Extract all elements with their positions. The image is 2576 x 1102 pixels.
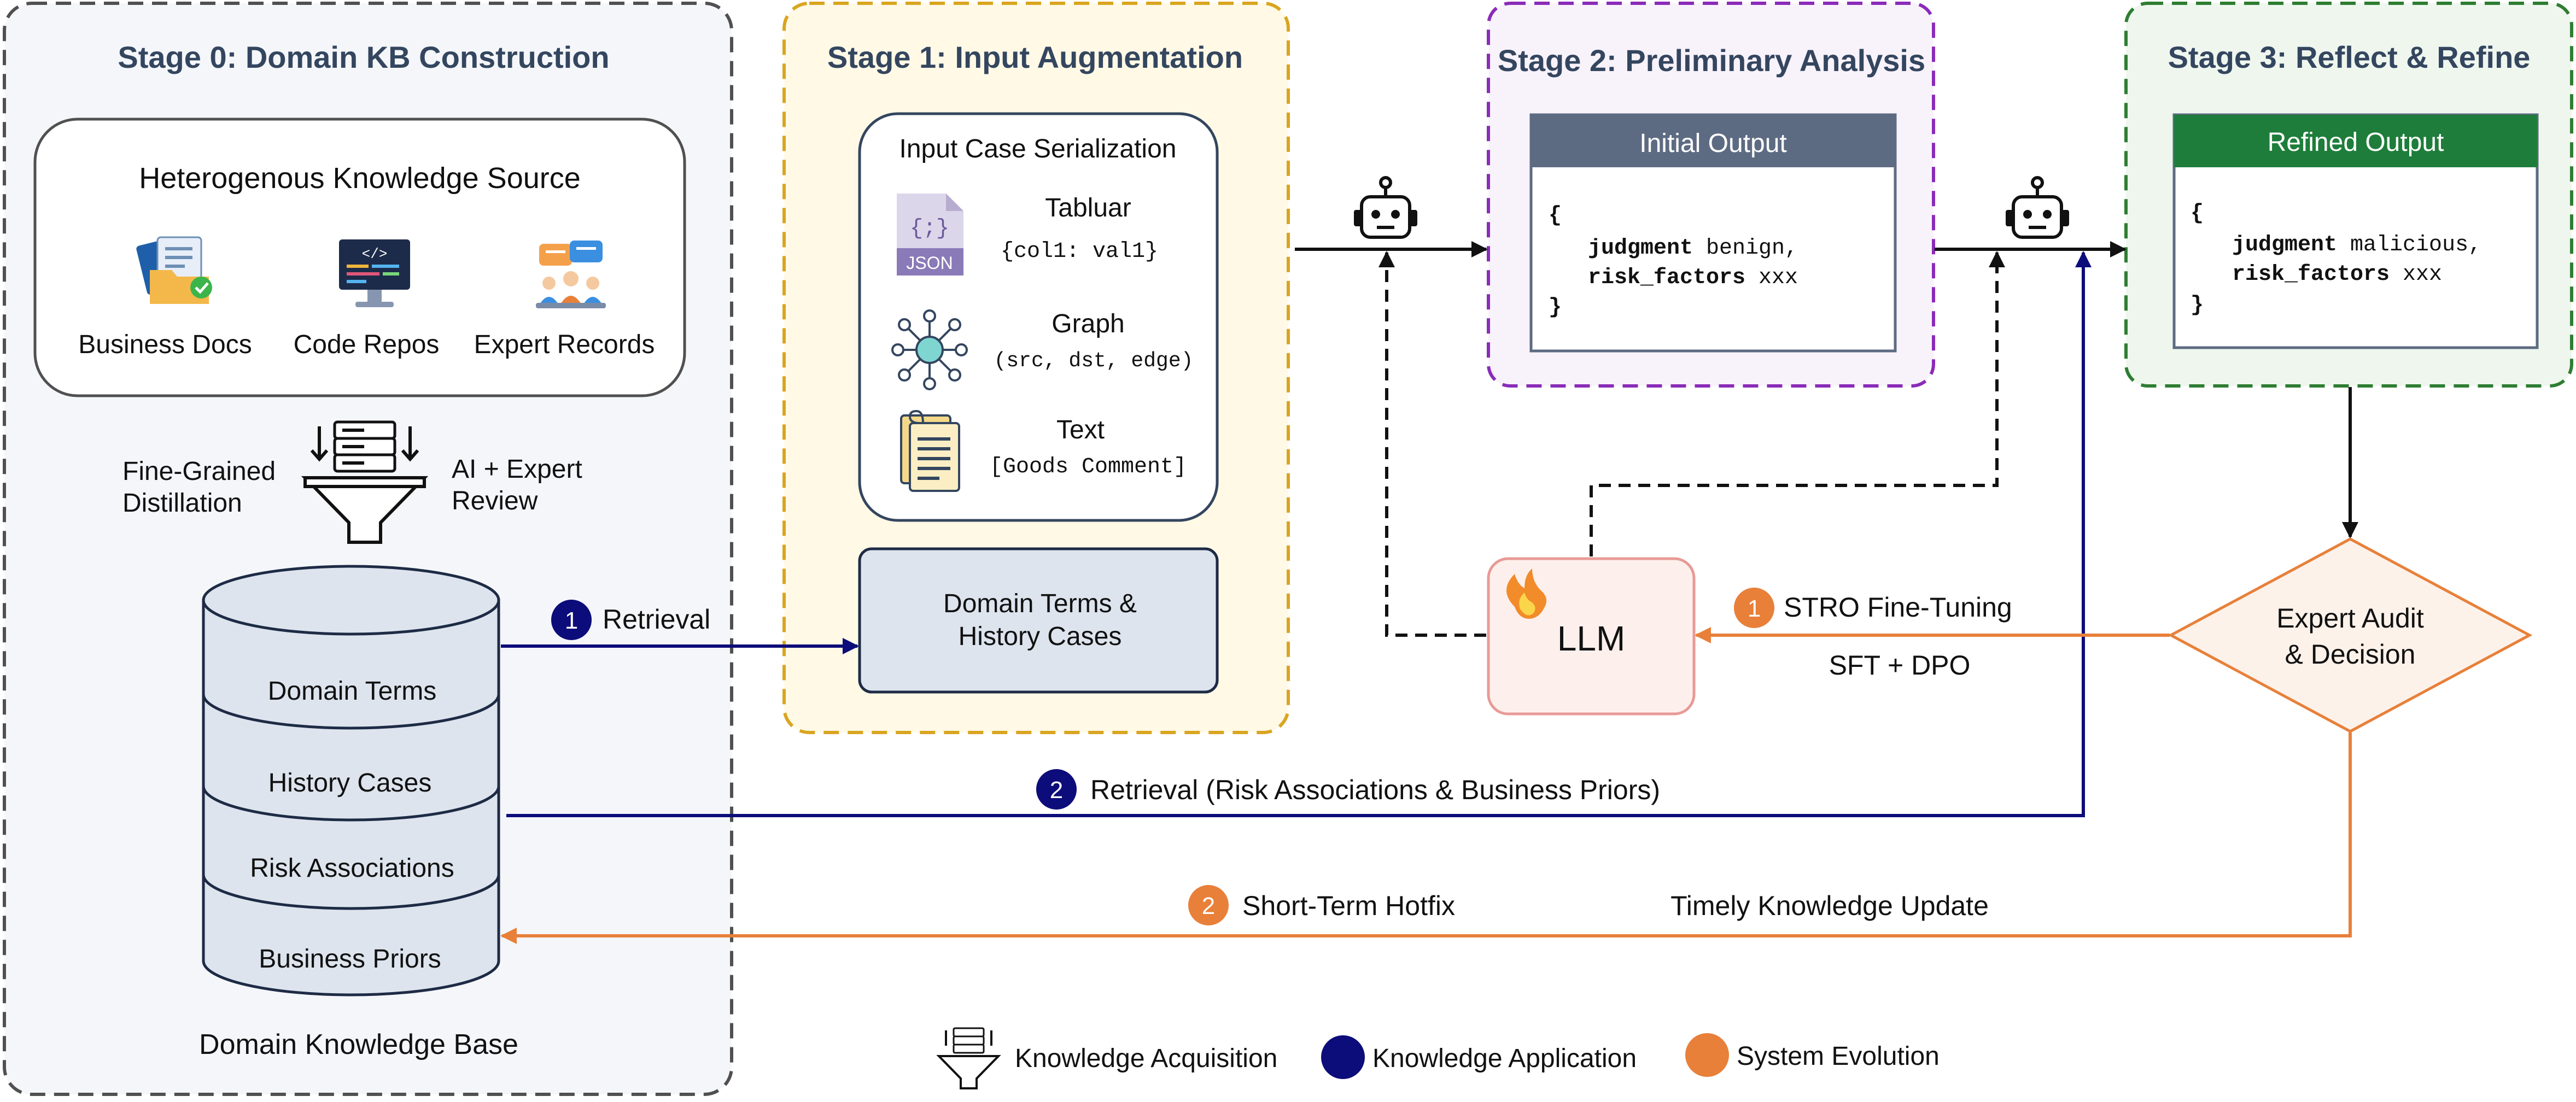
dashed-llm-to-robot1 [1378,251,1486,637]
initial-close-brace: } [1549,295,1562,320]
kb-layer-business-priors: Business Priors [259,945,441,974]
kb-caption: Domain Knowledge Base [199,1029,518,1060]
knowledge-source-title: Heterogenous Knowledge Source [139,162,581,195]
stro-badge [1734,588,1774,628]
json-file-glyph: {;} [910,216,949,241]
stro-number: 1 [1748,595,1761,622]
initial-risk-key: risk_factors [1588,266,1745,290]
llm-label: LLM [1557,619,1626,658]
initial-judgment-value: benign, [1693,236,1798,261]
source-label-business-docs: Business Docs [78,330,252,359]
text-document-icon [900,409,960,492]
refined-risk-value: xxx [2390,262,2442,287]
legend-knowledge-application: Knowledge Application [1372,1044,1637,1073]
robot-icon [1354,176,1417,239]
hotfix-number: 2 [1202,893,1215,919]
graph-format: (src, dst, edge) [994,349,1194,373]
expert-records-icon [536,241,606,308]
refined-open-brace: { [2191,201,2204,226]
retrieval1-number: 1 [565,607,578,634]
retrieval2-label: Retrieval (Risk Associations & Business … [1090,775,1660,805]
hotfix-sublabel: Timely Knowledge Update [1670,890,1989,921]
stage1-title: Stage 1: Input Augmentation [827,40,1243,74]
expert-audit-line1: Expert Audit [2276,603,2424,634]
initial-risk-value: xxx [1745,266,1798,290]
business-docs-icon [136,236,212,304]
hotfix-badge [1188,885,1229,925]
tabular-format: {col1: val1} [1001,239,1158,264]
legend-system-evolution: System Evolution [1737,1042,1940,1071]
source-label-code-repos: Code Repos [294,330,440,359]
initial-output-title: Initial Output [1639,129,1786,158]
tabular-label: Tabluar [1045,194,1131,222]
expert-audit-diamond [2168,537,2533,733]
refined-judgment-key: judgment [2232,233,2337,257]
knowledge-base-cylinder [202,565,500,997]
distillation-left-line1: Fine-Grained [122,457,276,486]
distillation-right-line1: AI + Expert [452,455,582,484]
refined-output-header [2174,115,2537,167]
graph-network-icon [891,309,968,390]
svg-text:</>: </> [362,246,388,262]
domain-terms-history-line2: History Cases [959,622,1122,651]
json-file-icon: {;} JSON [897,194,963,276]
arrow-retrieval-2 [506,251,2092,817]
distillation-funnel-icon [301,420,429,544]
text-format: [Goods Comment] [990,455,1187,479]
json-file-badge: JSON [906,253,953,273]
distillation-left-line2: Distillation [122,489,242,518]
kb-layer-domain-terms: Domain Terms [268,677,437,706]
refined-risk-key: risk_factors [2232,262,2390,287]
refined-field-risk-factors: risk_factors xxx [2232,262,2442,287]
stage2-title: Stage 2: Preliminary Analysis [1498,43,1925,78]
text-label: Text [1056,415,1105,444]
robot-icon [2006,176,2069,239]
domain-terms-history-box [858,547,1219,694]
fire-icon [1506,568,1547,619]
initial-open-brace: { [1549,203,1562,228]
source-label-expert-records: Expert Records [474,330,655,359]
serialization-title: Input Case Serialization [899,134,1177,163]
funnel-icon [936,1027,1001,1089]
orange-dot-icon [1685,1033,1729,1077]
dashed-llm-to-robot2 [1590,251,2005,556]
legend-knowledge-acquisition: Knowledge Acquisition [1015,1044,1277,1073]
refined-output-title: Refined Output [2268,128,2444,157]
navy-dot-icon [1321,1035,1365,1079]
kb-layer-risk-associations: Risk Associations [250,854,454,883]
stage3-title: Stage 3: Reflect & Refine [2168,40,2531,74]
refined-judgment-value: malicious, [2337,233,2481,257]
retrieval1-label: Retrieval [603,604,710,635]
stro-sublabel: SFT + DPO [1829,650,1971,681]
graph-label: Graph [1052,309,1124,338]
retrieval1-badge [551,600,592,640]
expert-audit-line2: & Decision [2285,639,2416,670]
refined-close-brace: } [2191,293,2204,318]
arrow-short-term-hotfix [500,732,2352,944]
code-repos-icon: </> [339,239,410,307]
initial-field-risk-factors: risk_factors xxx [1588,266,1798,290]
distillation-right-line2: Review [452,486,538,515]
retrieval2-badge [1036,769,1077,810]
domain-terms-history-line1: Domain Terms & [943,589,1137,618]
initial-judgment-key: judgment [1588,236,1693,261]
stage0-title: Stage 0: Domain KB Construction [118,40,609,74]
initial-output-header [1531,115,1895,167]
stro-label: STRO Fine-Tuning [1784,592,2012,623]
initial-field-judgment: judgment benign, [1588,236,1798,261]
hotfix-label: Short-Term Hotfix [1242,890,1455,921]
refined-field-judgment: judgment malicious, [2232,233,2481,257]
kb-layer-history-cases: History Cases [268,769,432,798]
retrieval2-number: 2 [1050,777,1063,804]
